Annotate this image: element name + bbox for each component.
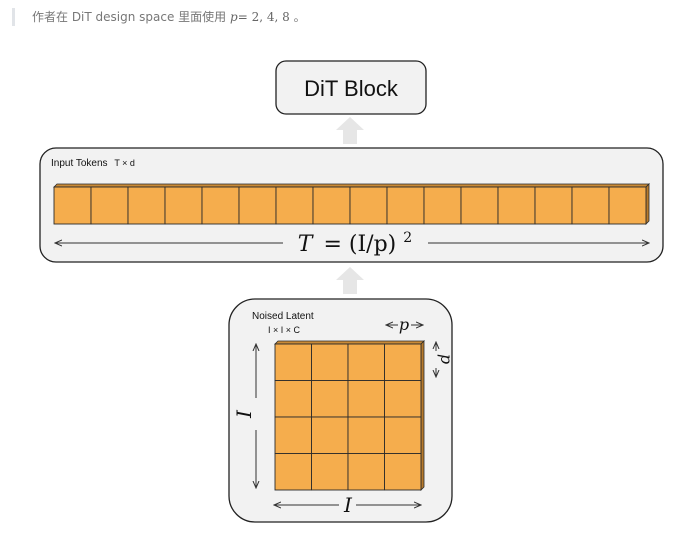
latent-grid [274, 340, 425, 491]
token-count-formula: T = (I/p) 2 [298, 230, 412, 257]
token-cell [53, 186, 92, 225]
token-cell [164, 186, 203, 225]
noised-latent-shape: I × I × C [268, 325, 301, 335]
dit-block: DiT Block [275, 60, 427, 115]
note-prefix: 作者在 DiT design space 里面使用 [32, 10, 227, 24]
latent-patch [347, 453, 385, 491]
latent-patch [384, 453, 422, 491]
token-cell [423, 186, 462, 225]
latent-patch [311, 380, 349, 418]
token-cell [90, 186, 129, 225]
latent-patch [347, 416, 385, 454]
patch-width-symbol: p [399, 315, 409, 334]
math-p: p= 2, 4, 8 [230, 10, 294, 24]
latent-patch [384, 380, 422, 418]
token-cell [349, 186, 388, 225]
token-cell [460, 186, 499, 225]
latent-patch [274, 343, 312, 381]
note-text: 作者在 DiT design space 里面使用 p= 2, 4, 8 。 [32, 8, 306, 26]
formula-lhs: T [298, 232, 315, 257]
formula-exponent: 2 [403, 230, 412, 246]
math-values: = 2, 4, 8 [237, 10, 290, 24]
blockquote-bar [12, 8, 15, 26]
latent-patch [274, 416, 312, 454]
up-arrow-icon [336, 117, 364, 144]
note-suffix: 。 [293, 10, 306, 24]
token-row [53, 183, 650, 225]
latent-patch [384, 416, 422, 454]
patch-height-symbol: p [437, 354, 456, 364]
token-cell [238, 186, 277, 225]
latent-patch [311, 416, 349, 454]
input-tokens-panel: Input Tokens T × d T = (I/p) 2 [39, 147, 664, 263]
token-cell [497, 186, 536, 225]
token-cell [312, 186, 351, 225]
token-cell [571, 186, 610, 225]
token-cell [201, 186, 240, 225]
token-cell [275, 186, 314, 225]
noised-latent-panel: Noised Latent I × I × C p p I I [228, 298, 456, 523]
token-row-side-face [645, 183, 650, 225]
latent-patch [384, 343, 422, 381]
up-arrow-icon [336, 267, 364, 294]
token-cell [534, 186, 573, 225]
latent-height-symbol: I [232, 409, 256, 419]
noised-latent-label: Noised Latent [252, 311, 314, 322]
latent-patch [311, 343, 349, 381]
latent-patch [274, 453, 312, 491]
svg-text:Input Tokens T × d: Input Tokens T × d [51, 158, 135, 169]
math-variable: p [230, 10, 238, 24]
token-cell [608, 186, 647, 225]
latent-grid-top-face [274, 340, 425, 345]
input-tokens-label: Input Tokens [51, 158, 108, 169]
input-tokens-shape: T × d [114, 158, 135, 168]
latent-patch [347, 343, 385, 381]
token-cell [127, 186, 166, 225]
dit-block-label: DiT Block [304, 76, 399, 101]
latent-patch [274, 380, 312, 418]
formula-rhs: = (I/p) [323, 232, 396, 257]
token-cell [386, 186, 425, 225]
latent-grid-side-face [420, 340, 425, 491]
latent-width-symbol: I [343, 493, 353, 517]
latent-patch [347, 380, 385, 418]
latent-patch [311, 453, 349, 491]
